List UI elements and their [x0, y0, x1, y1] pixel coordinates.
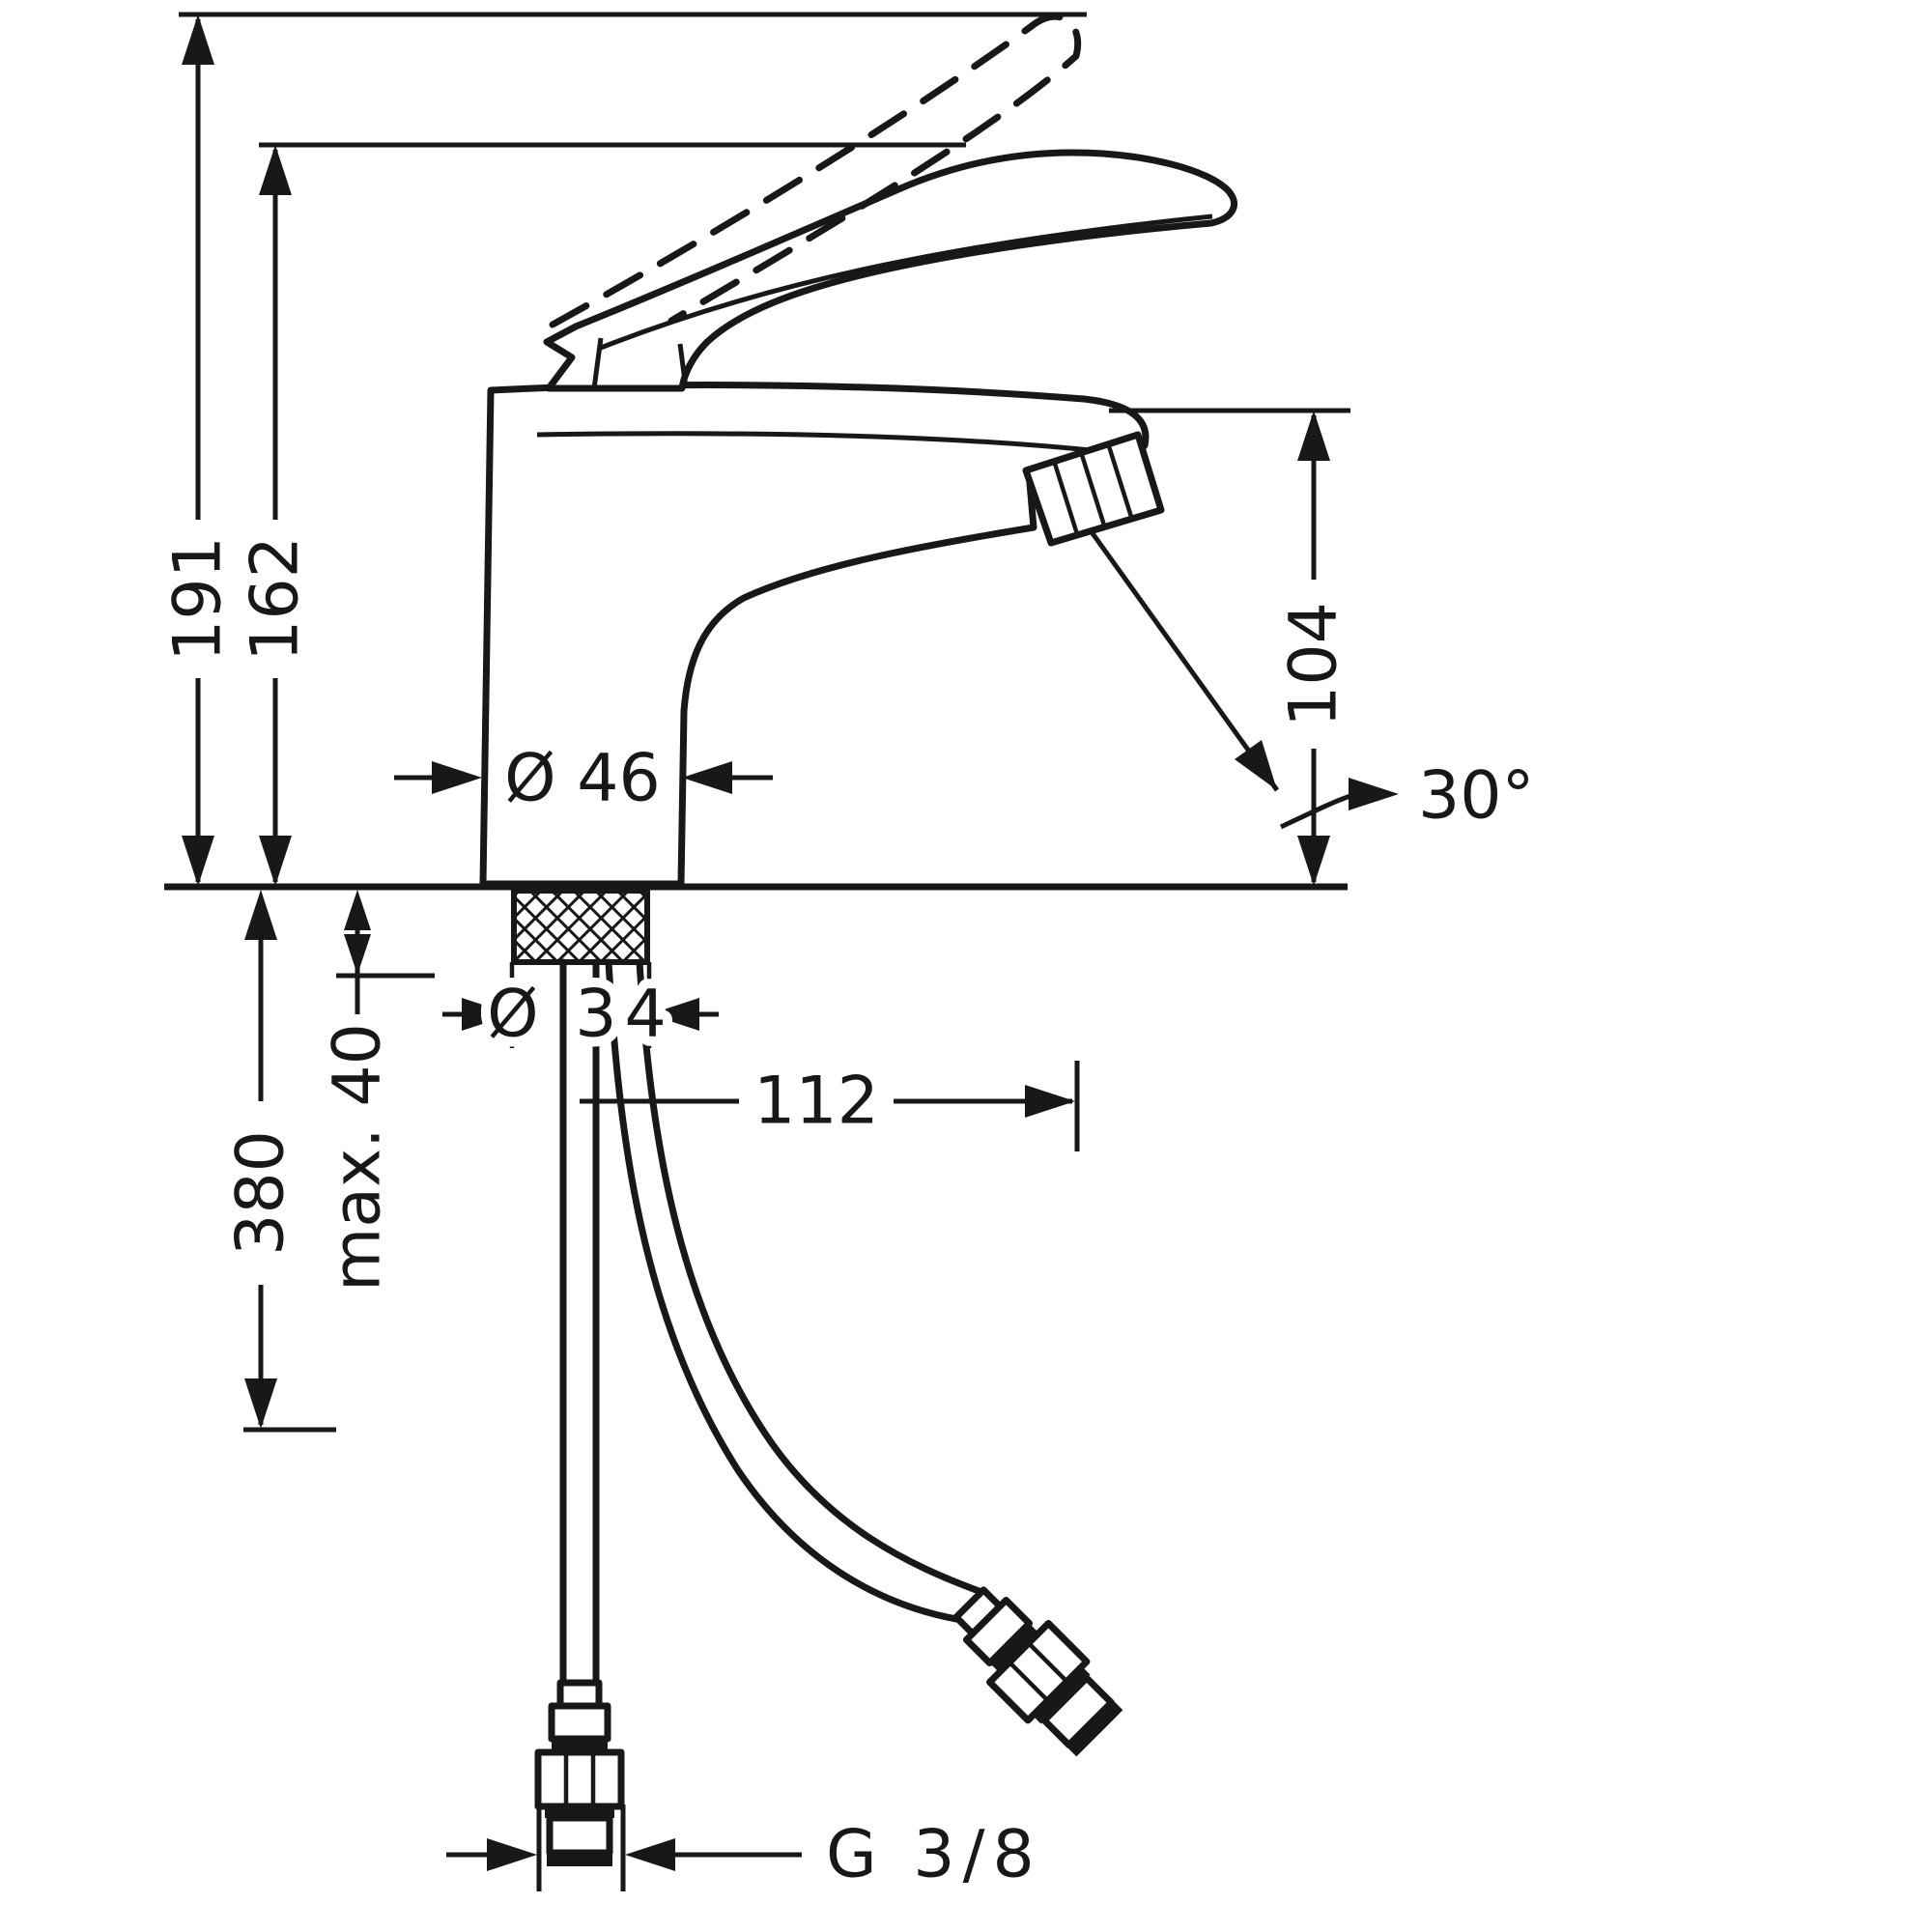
dim-label-max40: max. 40: [320, 1023, 396, 1292]
dim-outlet-height-104: 104: [1109, 408, 1352, 886]
arrow-up-162: [259, 145, 292, 195]
dim-label-g38: G 3/8: [826, 1817, 1042, 1893]
arrow-up-max40: [344, 890, 371, 930]
dim-label-104: 104: [1276, 602, 1352, 727]
aerator: [1022, 431, 1165, 547]
arrow-down-380: [244, 1378, 277, 1429]
arrow-angle-diagonal: [1235, 740, 1277, 790]
dim-label-162: 162: [238, 536, 314, 662]
dim-label-112: 112: [753, 1064, 879, 1140]
dim-shank-diameter-34: Ø 34: [442, 967, 719, 1063]
dim-max-mounting-thickness: max. 40: [310, 890, 435, 1301]
arrow-down-104: [1297, 836, 1330, 886]
arrow-angle-right: [1349, 778, 1399, 810]
arrow-down-191: [182, 836, 214, 886]
arrow-up-380: [244, 890, 277, 940]
supply-hose-left: [559, 958, 600, 1687]
dim-connection-thread-g38: G 3/8: [446, 1804, 1044, 1903]
faucet-drawing: [164, 13, 1348, 1866]
arrow-left-34: [649, 998, 699, 1031]
arrow-right-g38: [487, 1838, 537, 1871]
hose-connector-left: [538, 1683, 621, 1866]
arrow-left-g38: [625, 1838, 675, 1871]
arrow-up-104: [1297, 411, 1330, 461]
dim-label-191: 191: [160, 536, 237, 662]
dim-label-d34: Ø 34: [487, 977, 674, 1053]
dim-handle-height-162: 162: [238, 142, 966, 886]
dim-hose-length-380: 380: [223, 890, 336, 1433]
supply-hose-right: [605, 958, 985, 1623]
spout-underside-detail-line: [536, 431, 1110, 455]
dim-label-380: 380: [223, 1130, 299, 1256]
dim-body-diameter-46: Ø 46: [394, 731, 773, 827]
dim-outlet-angle-30: 30°: [1087, 527, 1535, 835]
shank-extension-lines: [509, 962, 652, 1048]
aerator-hatch: [1052, 445, 1135, 538]
arrow-left-46: [682, 761, 732, 794]
arrow-down-162: [259, 836, 292, 886]
angle-reference-line: [1087, 527, 1280, 792]
threaded-shank: [509, 888, 652, 1048]
dim-total-height-191: 191: [160, 12, 1087, 886]
arrow-right-46: [432, 761, 482, 794]
arrow-up-191: [182, 14, 214, 65]
arrow-right-34: [462, 998, 512, 1031]
arrow-right-112: [1025, 1085, 1075, 1118]
handle-pivot-lines: [591, 337, 689, 389]
dim-outlet-reach-112: 112: [580, 1054, 1080, 1151]
dim-label-30deg: 30°: [1418, 758, 1535, 835]
hose-connector-right: [941, 1575, 1129, 1763]
angle-leader-line: [1279, 793, 1351, 830]
arrow-down-max40: [344, 934, 371, 975]
dim-label-d46: Ø 46: [504, 741, 661, 817]
